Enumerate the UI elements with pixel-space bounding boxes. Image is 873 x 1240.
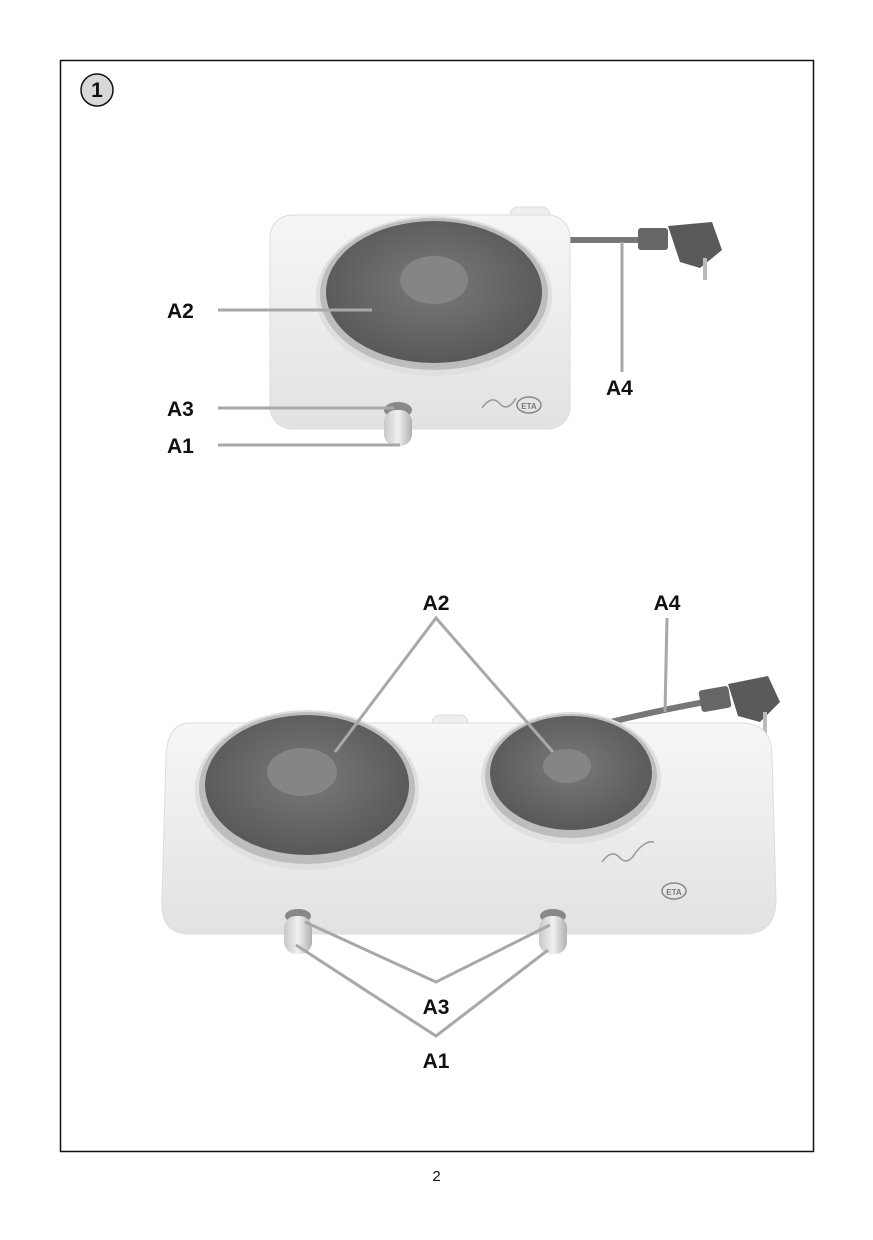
svg-text:ETA: ETA [666,888,682,897]
power-cord [560,222,722,280]
page-number: 2 [432,1168,441,1185]
single-hotplate-illustration: ETA A2 A3 A1 A4 [167,206,722,458]
label-a1: A1 [167,435,194,458]
figure-number-badge: 1 [80,73,114,107]
control-knob-right [539,909,567,954]
label-a2: A2 [423,592,450,615]
label-a3: A3 [167,398,194,421]
label-a4: A4 [654,592,681,615]
leader-lines-a1 [295,943,549,1038]
control-knob-left [284,909,312,954]
decor-wave [481,397,517,409]
control-knob [384,402,412,446]
eta-logo [516,396,542,414]
double-hotplate-illustration: ETA A2 A4 A3 A1 [161,592,780,1073]
decor-wave [601,840,655,863]
label-a1: A1 [423,1050,450,1073]
svg-text:ETA: ETA [521,402,537,411]
figure-number: 1 [91,79,103,102]
label-a2: A2 [167,300,194,323]
figure-frame [59,59,815,1153]
label-a3: A3 [423,996,450,1019]
leader-lines-a3 [304,920,551,984]
leader-line-a4 [663,617,669,713]
leader-lines-a2 [333,615,555,753]
label-a4: A4 [606,377,633,400]
eta-logo [661,882,687,900]
